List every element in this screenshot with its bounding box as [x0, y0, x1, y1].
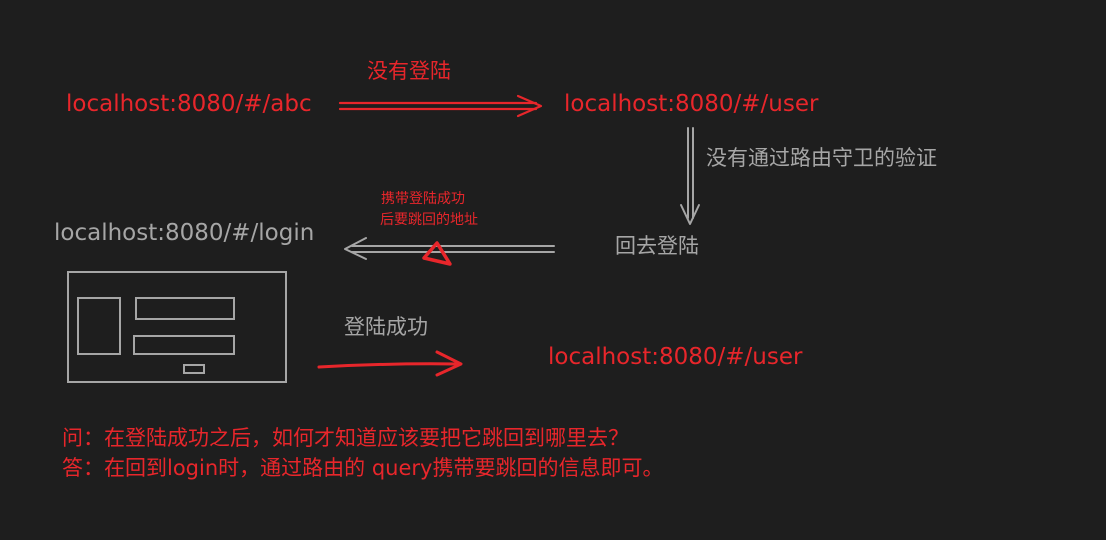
edge-label-carry-line2: 后要跳回的地址 [380, 212, 478, 228]
edge-label-not-logged-in: 没有登陆 [367, 59, 451, 83]
node-url-login: localhost:8080/#/login [54, 220, 315, 246]
form-submit-button [183, 364, 205, 374]
arrow-not-logged-in [338, 94, 543, 118]
qa-answer: 答：在回到login时，通过路由的 query携带要跳回的信息即可。 [62, 456, 664, 480]
node-url-user-bottom: localhost:8080/#/user [548, 344, 803, 370]
node-url-abc: localhost:8080/#/abc [66, 91, 312, 117]
arrow-back-to-login [344, 237, 555, 260]
node-url-user-top: localhost:8080/#/user [564, 91, 819, 117]
form-password-field [133, 335, 235, 355]
edge-label-carry-line1: 携带登陆成功 [381, 191, 465, 207]
edge-label-login-success: 登陆成功 [344, 315, 428, 339]
form-frame [67, 271, 287, 383]
arrow-login-success [317, 350, 463, 377]
form-username-field [135, 297, 235, 320]
login-form-sketch [67, 271, 287, 383]
arrow-guard-failed [680, 127, 700, 225]
edge-label-guard-failed: 没有通过路由守卫的验证 [706, 146, 937, 170]
qa-question: 问：在登陆成功之后，如何才知道应该要把它跳回到哪里去？ [62, 426, 629, 450]
form-avatar-box [77, 297, 121, 355]
node-go-back-login: 回去登陆 [615, 234, 699, 258]
redirect-marker-triangle [422, 241, 452, 266]
